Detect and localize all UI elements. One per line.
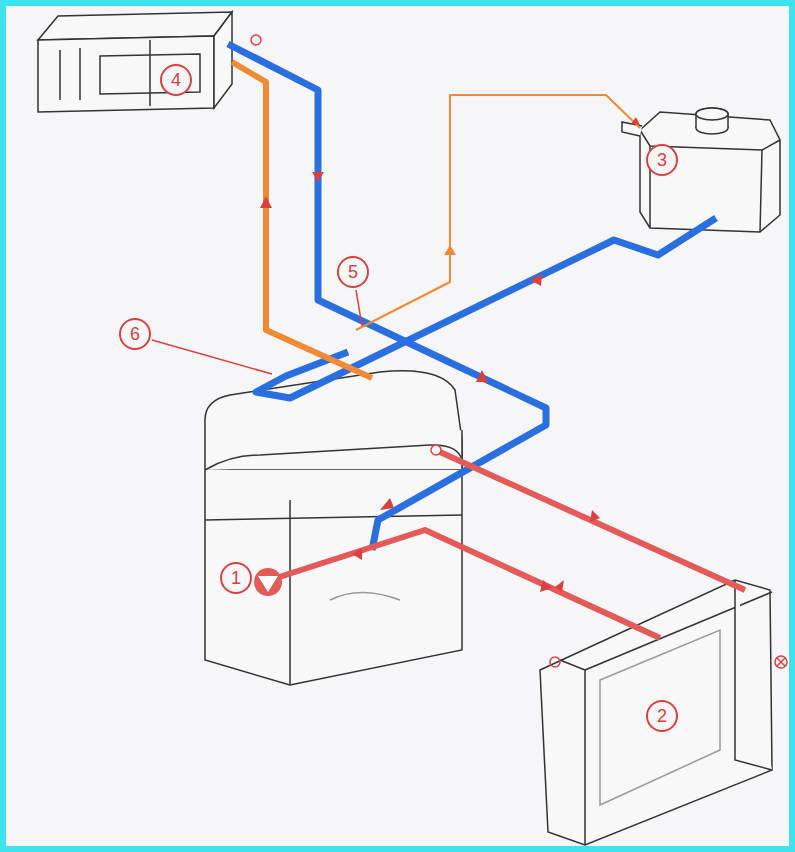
radiator (540, 580, 772, 845)
radiator-cap (550, 657, 560, 667)
callout-number: 4 (160, 64, 192, 96)
callout-text: 1 (231, 569, 241, 587)
expansion-tank (622, 108, 780, 232)
callout-text: 6 (130, 325, 140, 343)
drain-plug-cross (777, 658, 785, 666)
drain-plug (775, 656, 787, 668)
callout-number: 2 (646, 700, 678, 732)
frame (3, 3, 792, 849)
callout-number: 6 (119, 318, 151, 350)
warm-pipes (232, 62, 640, 378)
leader-line (356, 290, 362, 326)
hot-pipes (270, 452, 745, 638)
water-pump-triangle (258, 576, 278, 592)
callout-number: 5 (337, 256, 369, 288)
callout-text: 2 (657, 707, 667, 725)
cold-pipes (228, 44, 716, 550)
water-pump (254, 568, 282, 596)
bleed-screw (251, 35, 261, 45)
callout-number: 3 (646, 144, 678, 176)
callout-text: 5 (348, 263, 358, 281)
callout-text: 3 (657, 151, 667, 169)
leader-line (152, 340, 272, 374)
callout-text: 4 (171, 71, 181, 89)
thermostat (431, 445, 441, 455)
heater-core (38, 12, 232, 112)
flow-arrows (260, 117, 640, 592)
callout-number: 1 (220, 562, 252, 594)
